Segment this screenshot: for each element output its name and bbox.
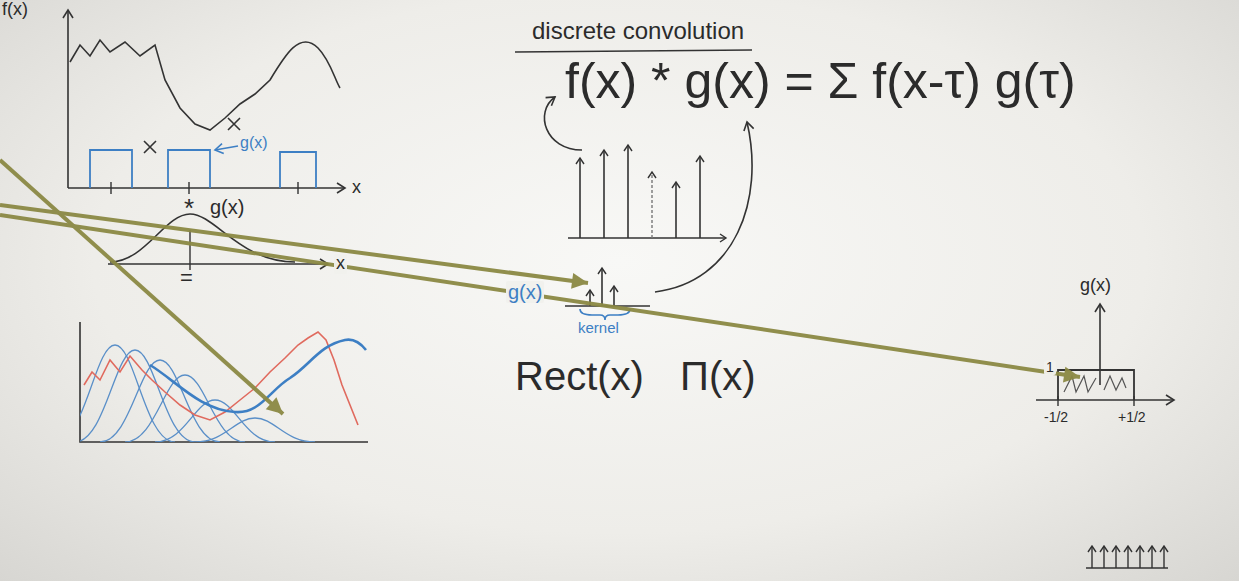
value-label: 1: [1044, 360, 1056, 375]
annotation-arrow: [0, 160, 283, 414]
y-axis: [189, 230, 190, 270]
function-name: Rect(x): [515, 354, 644, 398]
baseline: [1086, 567, 1168, 569]
sample-stems: [1092, 548, 1164, 568]
pointer-arrow: [215, 146, 238, 150]
y-axis: [1099, 304, 1101, 385]
title-underline: [515, 50, 752, 52]
kernel-label: kernel: [578, 320, 619, 337]
stem: [613, 286, 615, 306]
function-label: g(x): [210, 196, 244, 218]
curved-arrow: [655, 122, 752, 292]
stem-heads: [1088, 546, 1168, 552]
tick-marks: [1058, 396, 1134, 406]
function-label: g(x): [1080, 276, 1111, 296]
axis-label: x: [334, 254, 347, 274]
stem: [675, 182, 677, 238]
stem: [603, 150, 605, 238]
x-axis: [1036, 399, 1174, 401]
operator-symbol: *: [184, 194, 194, 223]
stem: [651, 172, 652, 238]
axes: [80, 322, 368, 442]
tick-label: +1/2: [1118, 410, 1146, 425]
heading: discrete convolution: [532, 18, 744, 44]
signal-graph: [68, 10, 345, 194]
shifted-kernels: [80, 345, 315, 442]
annotation-arrow: [0, 215, 1080, 377]
axis-label: x: [352, 178, 361, 198]
signal-curve: [70, 40, 340, 130]
function-label: g(x): [506, 281, 544, 303]
formula: f(x) * g(x) = Σ f(x-τ) g(τ): [565, 54, 1076, 109]
stem-plot: [544, 97, 752, 292]
hatching: [1064, 376, 1126, 392]
function-name: Π(x): [680, 354, 756, 398]
function-label: g(x): [240, 134, 268, 152]
x-axis: [68, 187, 345, 189]
stem: [627, 145, 629, 238]
convolved-curve: [150, 340, 366, 412]
result-graph: [55, 322, 368, 442]
annotation-arrow: [0, 205, 588, 283]
operator-symbol: =: [180, 266, 193, 290]
signal-curve: [84, 332, 358, 425]
axis-label: f(x): [2, 0, 28, 20]
tick-marks: [111, 182, 298, 194]
x-axis: [108, 263, 328, 265]
annotation-arrows: [0, 160, 1080, 414]
brace: [580, 309, 630, 320]
kernel-copy: [195, 418, 315, 442]
tick-label: -1/2: [1044, 410, 1068, 425]
rect-pulses: [90, 150, 316, 188]
cross-marks: [144, 118, 240, 153]
stem: [601, 268, 603, 306]
stem: [579, 158, 581, 238]
rect-function: [1036, 304, 1174, 568]
y-axis: [67, 10, 69, 188]
baseline: [568, 237, 726, 239]
stem: [699, 156, 701, 238]
